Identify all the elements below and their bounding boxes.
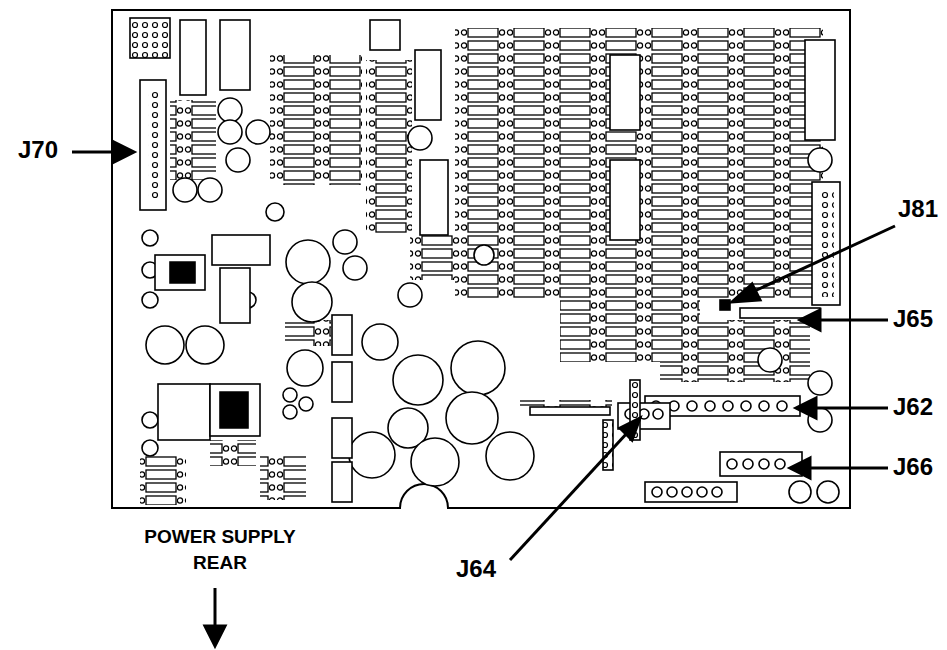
capacitors [142,98,839,503]
integrated-circuits [130,18,840,305]
orientation-note: POWER SUPPLY REAR [120,524,320,575]
leader-arrows [72,142,895,646]
callout-label: J64 [456,556,496,582]
callout-label: J70 [18,137,58,163]
callout-label: J62 [893,394,933,420]
callout-label: J65 [893,306,933,332]
resistor-arrays [140,28,823,505]
connectors [603,300,820,502]
board-outline [112,10,850,508]
power-components [155,235,610,502]
callout-label: J81 [898,196,938,222]
callout-label: J66 [893,454,933,480]
